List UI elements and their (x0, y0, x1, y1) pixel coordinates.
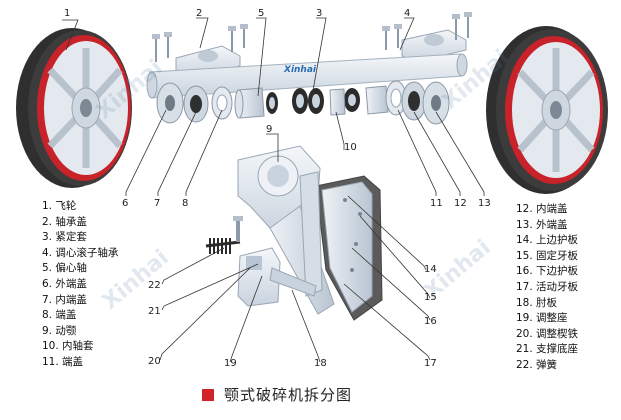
caption-text: 颚式破碎机拆分图 (224, 386, 353, 404)
callout-16: 16 (424, 316, 437, 327)
flywheel-left (16, 28, 132, 188)
legend-item: 4. 调心滚子轴承 (42, 246, 119, 259)
callout-15: 15 (424, 292, 437, 303)
legend-item: 17. 活动牙板 (516, 280, 579, 293)
callout-7: 7 (154, 198, 160, 209)
legend-item: 20. 调整楔铁 (516, 327, 579, 340)
end-cover-rings-right (385, 80, 450, 125)
callout-12: 12 (454, 198, 467, 209)
callout-1: 1 (64, 8, 70, 19)
legend-item: 19. 调整座 (516, 312, 568, 325)
legend-item: 12. 内端盖 (516, 203, 568, 215)
legend-item: 15. 固定牙板 (516, 249, 579, 262)
callout-9: 9 (266, 124, 272, 135)
caption-marker-icon (202, 388, 214, 401)
callouts: 1 2 3 4 5 6 7 8 9 10 11 12 13 14 15 16 1… (64, 8, 491, 369)
legend-item: 11. 端盖 (42, 355, 84, 368)
callout-21: 21 (148, 306, 161, 317)
eccentric-shaft: Xinhai (146, 53, 468, 99)
callout-11: 11 (430, 198, 443, 209)
callout-22: 22 (148, 280, 161, 291)
callout-18: 18 (314, 358, 327, 369)
callout-3: 3 (316, 8, 322, 19)
inner-sleeve (329, 85, 389, 116)
legend-right: 12. 内端盖 13. 外端盖 14. 上边护板 15. 固定牙板 16. 下边… (516, 202, 578, 374)
callout-8: 8 (182, 198, 188, 209)
callout-2: 2 (196, 8, 202, 19)
bearing-sleeve (234, 87, 265, 119)
figure-caption: 颚式破碎机拆分图 (202, 384, 352, 405)
legend-item: 3. 紧定套 (42, 231, 87, 244)
callout-14: 14 (424, 264, 437, 275)
legend-item: 8. 端盖 (42, 309, 77, 322)
shaft-logo: Xinhai (283, 65, 317, 75)
callout-5: 5 (258, 8, 264, 19)
callout-19: 19 (224, 358, 237, 369)
callout-17: 17 (424, 358, 437, 369)
legend-item: 21. 支撑底座 (516, 343, 579, 356)
swing-jaw (237, 145, 335, 315)
legend-item: 10. 内轴套 (42, 340, 94, 353)
bearing-cap-right (382, 12, 472, 63)
callout-20: 20 (148, 356, 161, 367)
end-cover-rings-left (156, 82, 233, 124)
legend-item: 1. 飞轮 (42, 200, 77, 212)
legend-item: 22. 弹簧 (516, 358, 558, 371)
legend-item: 6. 外端盖 (42, 277, 87, 290)
legend-item: 9. 动颚 (42, 324, 77, 337)
legend-item: 14. 上边护板 (516, 234, 579, 247)
toggle-and-base (205, 216, 317, 307)
leader-lines (62, 17, 485, 363)
legend-item: 2. 轴承盖 (42, 215, 87, 228)
callout-10: 10 (344, 142, 357, 153)
callout-6: 6 (122, 198, 128, 209)
callout-4: 4 (404, 8, 410, 19)
legend-left: 1. 飞轮 2. 轴承盖 3. 紧定套 4. 调心滚子轴承 5. 偏心轴 6. … (42, 199, 118, 371)
flywheel-right (486, 26, 608, 194)
legend-item: 7. 内端盖 (42, 293, 87, 306)
legend-item: 5. 偏心轴 (42, 262, 87, 275)
legend-item: 13. 外端盖 (516, 218, 568, 231)
legend-item: 18. 肘板 (516, 296, 558, 309)
callout-13: 13 (478, 198, 491, 209)
legend-item: 16. 下边护板 (516, 265, 579, 278)
